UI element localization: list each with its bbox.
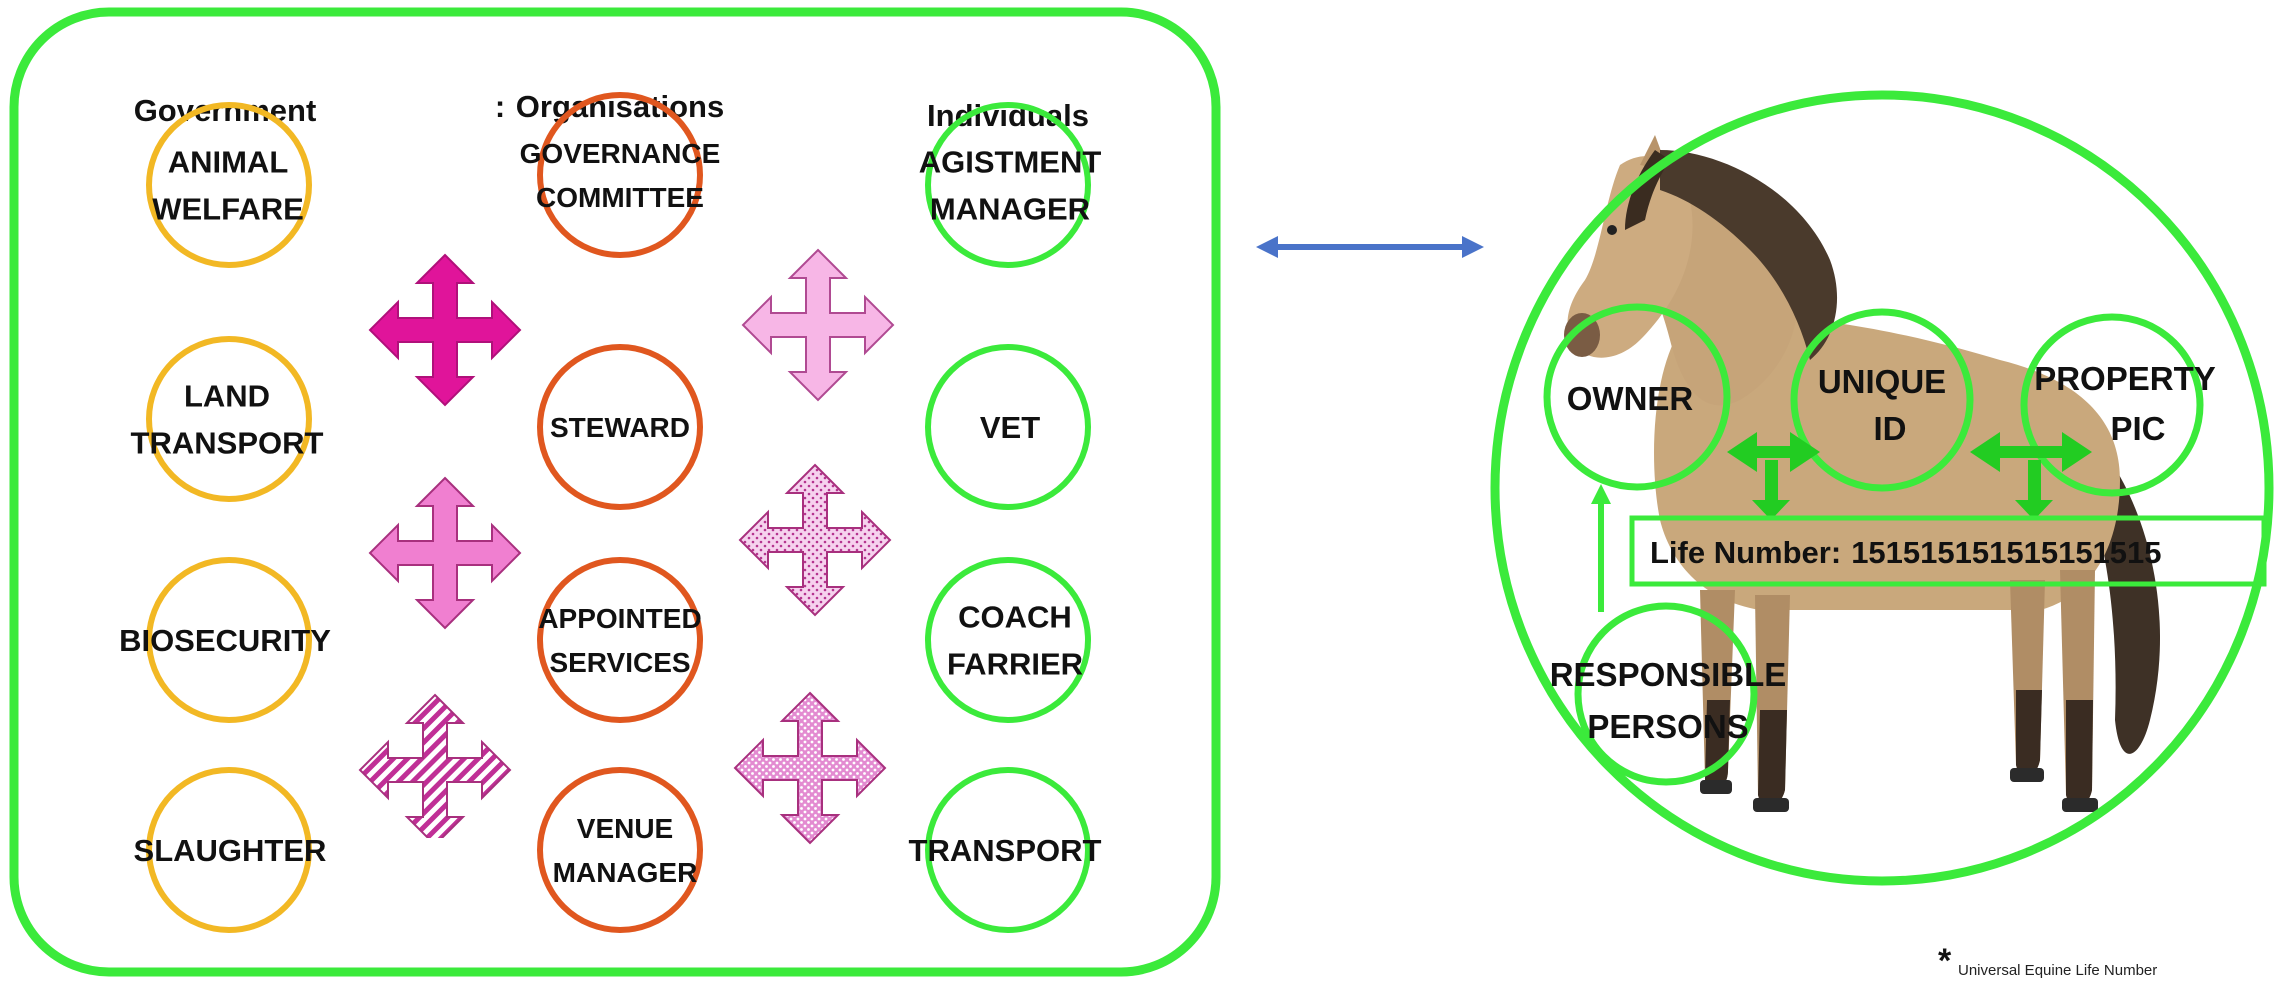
government-label: TRANSPORT	[131, 425, 324, 460]
life-number-box	[1629, 515, 2267, 587]
unique-id-circle	[1790, 308, 1974, 492]
responsible-persons-line1: RESPONSIBLE	[1550, 656, 1787, 693]
organisation-circle	[537, 92, 703, 258]
property-pic-label-line1: PROPERTY	[2034, 360, 2216, 397]
individuals-column: AGISTMENT MANAGER VET COACH FARRIER TRANSPORT	[909, 102, 1102, 933]
double-headed-arrow-icon	[1256, 236, 1484, 258]
individual-label: FARRIER	[947, 646, 1083, 681]
organisation-label: COMMITTEE	[536, 182, 704, 213]
life-number-text: Life Number: 151515151515151515	[1650, 535, 2162, 570]
life-number-value: 151515151515151515	[1851, 535, 2161, 570]
individual-circle	[925, 767, 1091, 933]
organisation-label: APPOINTED	[538, 603, 701, 634]
owner-circle	[1543, 303, 1731, 491]
government-circle	[146, 102, 312, 268]
property-pic-label-line2: PIC	[2110, 410, 2165, 447]
individual-label: AGISTMENT	[919, 144, 1102, 179]
organisation-label: MANAGER	[553, 857, 698, 888]
government-label: SLAUGHTER	[134, 833, 327, 868]
arrow-mask	[350, 838, 500, 878]
right-panel: OWNER UNIQUE ID PROPERTY PIC Life Number…	[1490, 90, 2274, 980]
government-label: LAND	[184, 378, 270, 413]
responsible-persons-circle	[1574, 602, 1758, 786]
individual-circle	[925, 344, 1091, 510]
individual-circle	[925, 102, 1091, 268]
organisation-label: STEWARD	[550, 412, 690, 443]
government-header: Government	[134, 93, 317, 128]
life-number-label: Life Number:	[1650, 535, 1841, 570]
unique-id-label-line2: ID	[1874, 410, 1907, 447]
government-label: BIOSECURITY	[119, 623, 331, 658]
organisations-prefix: :	[495, 89, 505, 124]
left-panel: Government : Organisations Individuals A…	[9, 7, 1221, 977]
responsible-persons-line2: PERSONS	[1587, 708, 1748, 745]
organisation-label: SERVICES	[549, 647, 690, 678]
right-panel-outline	[1490, 90, 2274, 886]
government-column: ANIMAL WELFARE LAND TRANSPORT BIOSECURITY SLA…	[119, 102, 331, 933]
government-circle	[146, 557, 312, 723]
organisations-column: GOVERNANCE COMMITTEE STEWARD APPOINTED SERVI…	[520, 92, 721, 933]
organisation-label: VENUE	[577, 813, 673, 844]
government-circle	[146, 336, 312, 502]
organisation-circle	[537, 557, 703, 723]
individual-label: COACH	[958, 599, 1072, 634]
unique-id-label-line1: UNIQUE	[1818, 363, 1946, 400]
double-headed-arrow-icon	[1970, 432, 2092, 520]
individual-label: MANAGER	[930, 191, 1090, 226]
organisation-label: GOVERNANCE	[520, 138, 721, 169]
double-headed-arrow-icon	[1727, 432, 1820, 520]
individual-label: VET	[980, 410, 1040, 445]
owner-label: OWNER	[1567, 380, 1694, 417]
footnote-marker: *	[1938, 942, 1952, 980]
left-panel-border	[9, 7, 1221, 977]
property-pic-circle	[2020, 313, 2204, 497]
footnote-text: Universal Equine Life Number	[1958, 962, 2157, 979]
individual-circle	[925, 557, 1091, 723]
government-circle	[146, 767, 312, 933]
government-label: ANIMAL	[168, 144, 289, 179]
government-label: WELFARE	[152, 191, 304, 226]
organisation-circle	[537, 767, 703, 933]
individual-label: TRANSPORT	[909, 833, 1102, 868]
up-arrow-icon	[1591, 484, 1611, 612]
organisation-circle	[537, 344, 703, 510]
